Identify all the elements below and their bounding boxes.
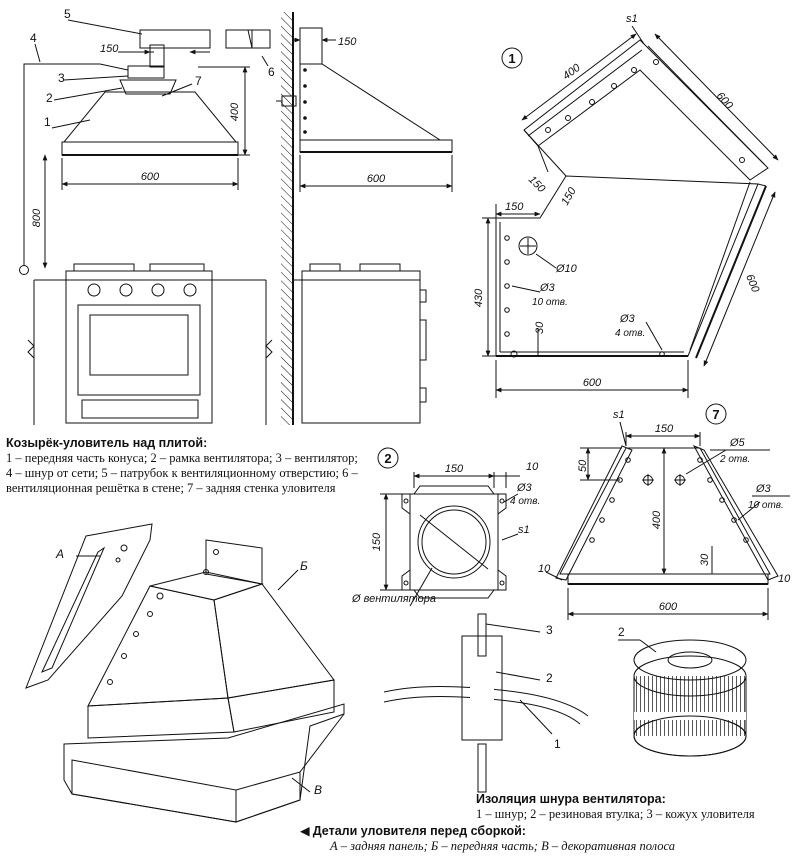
d7-hole-5: Ø5 [729, 437, 746, 449]
front-dim-600: 600 [141, 171, 160, 183]
cord-caption: Изоляция шнура вентилятора: 1 – шнур; 2 … [476, 792, 776, 822]
d1-dim-30: 30 [534, 321, 546, 334]
d2-dim-10: 10 [526, 461, 539, 473]
d7-dim-400: 400 [651, 510, 663, 529]
hood-caption: Козырёк-уловитель над плитой: 1 – передн… [6, 436, 362, 496]
d1-holes-3-b-count: 4 отв. [615, 328, 645, 339]
d2-dim-150-width: 150 [445, 463, 464, 475]
detail-7: 7 s1 150 Ø5 2 отв. 50 400 Ø3 10 о [538, 403, 791, 620]
front-dim-800: 800 [31, 208, 43, 227]
front-callout-6: 6 [268, 65, 275, 79]
d7-dim-10-right: 10 [778, 573, 791, 585]
cord-caption-title: Изоляция шнура вентилятора: [476, 792, 666, 806]
detail-2-number: 2 [384, 451, 391, 466]
d2-fan-diameter: Ø вентилятора [351, 593, 436, 605]
d7-sheet: s1 [613, 409, 625, 421]
detail-2: 2 150 10 150 Ø3 4 отв. s1 Ø вентилятора [351, 447, 540, 607]
parts-caption-marker: ◀ [300, 824, 310, 838]
d1-sheet: s1 [626, 13, 638, 25]
d1-dim-400: 400 [561, 61, 584, 82]
d7-holes-3-count: 10 отв. [748, 500, 784, 511]
side-dim-600: 600 [367, 173, 386, 185]
parts-caption-title: Детали уловителя перед сборкой: [312, 824, 526, 838]
front-callout-2: 2 [46, 91, 53, 105]
d1-hole-10: Ø10 [555, 263, 578, 275]
front-callout-4: 4 [30, 31, 37, 45]
d2-dim-150-height: 150 [371, 532, 383, 551]
d1-dim-150-b: 150 [559, 185, 579, 208]
front-dim-150: 150 [100, 43, 119, 55]
grommet: 2 [618, 625, 747, 757]
hood-caption-text: 1 – передняя часть конуса; 2 – рамка вен… [6, 451, 358, 495]
isometric-parts: А Б В [25, 523, 345, 823]
d1-dim-430: 430 [473, 288, 485, 307]
d7-hole-5-count: 2 отв. [719, 454, 750, 465]
d7-dim-30: 30 [699, 553, 711, 566]
detail-7-number: 7 [712, 407, 719, 422]
iso-label-b: Б [300, 559, 308, 573]
cord-insulation: 3 2 1 [383, 613, 589, 793]
detail-1-number: 1 [508, 51, 515, 66]
d7-holes-3: Ø3 [755, 483, 772, 495]
front-callout-7: 7 [195, 74, 202, 88]
cord-callout-1: 1 [554, 737, 561, 751]
parts-caption: ◀ Детали уловителя перед сборкой: А – за… [300, 824, 720, 854]
front-callout-1: 1 [44, 115, 51, 129]
d1-holes-3-a: Ø3 [539, 282, 556, 294]
d2-holes: Ø3 [516, 482, 533, 494]
d2-sheet: s1 [518, 524, 530, 536]
front-callout-3: 3 [58, 71, 65, 85]
grommet-callout-2: 2 [618, 625, 625, 639]
side-view: 150 600 [276, 12, 453, 425]
iso-label-a: А [55, 547, 64, 561]
cord-callout-3: 3 [546, 623, 553, 637]
front-callout-5: 5 [64, 7, 71, 21]
front-dim-400: 400 [229, 102, 241, 121]
d7-dim-600: 600 [659, 601, 678, 613]
d1-dim-600-right: 600 [743, 273, 761, 295]
hood-caption-title: Козырёк-уловитель над плитой: [6, 436, 208, 450]
d1-dim-150-a: 150 [526, 174, 548, 196]
cord-callout-2: 2 [546, 671, 553, 685]
d1-dim-600-base: 600 [583, 377, 602, 389]
iso-label-v: В [314, 783, 322, 797]
d7-dim-10-left: 10 [538, 563, 551, 575]
front-view: 800 150 400 600 5 4 3 2 1 7 6 [19, 7, 275, 425]
side-dim-150: 150 [338, 36, 357, 48]
d1-dim-600-top: 600 [714, 90, 736, 112]
d1-dim-150-top: 150 [505, 201, 524, 213]
d7-dim-50: 50 [577, 459, 589, 472]
detail-1: 1 400 600 s1 150 150 150 [473, 13, 779, 398]
d7-dim-150: 150 [655, 423, 674, 435]
d1-holes-3-b: Ø3 [619, 313, 636, 325]
parts-caption-text: А – задняя панель; Б – передняя часть; В… [330, 839, 675, 853]
d1-holes-3-a-count: 10 отв. [532, 297, 568, 308]
d2-holes-count: 4 отв. [510, 496, 540, 507]
cord-caption-text: 1 – шнур; 2 – резиновая втулка; 3 – кожу… [476, 807, 755, 821]
